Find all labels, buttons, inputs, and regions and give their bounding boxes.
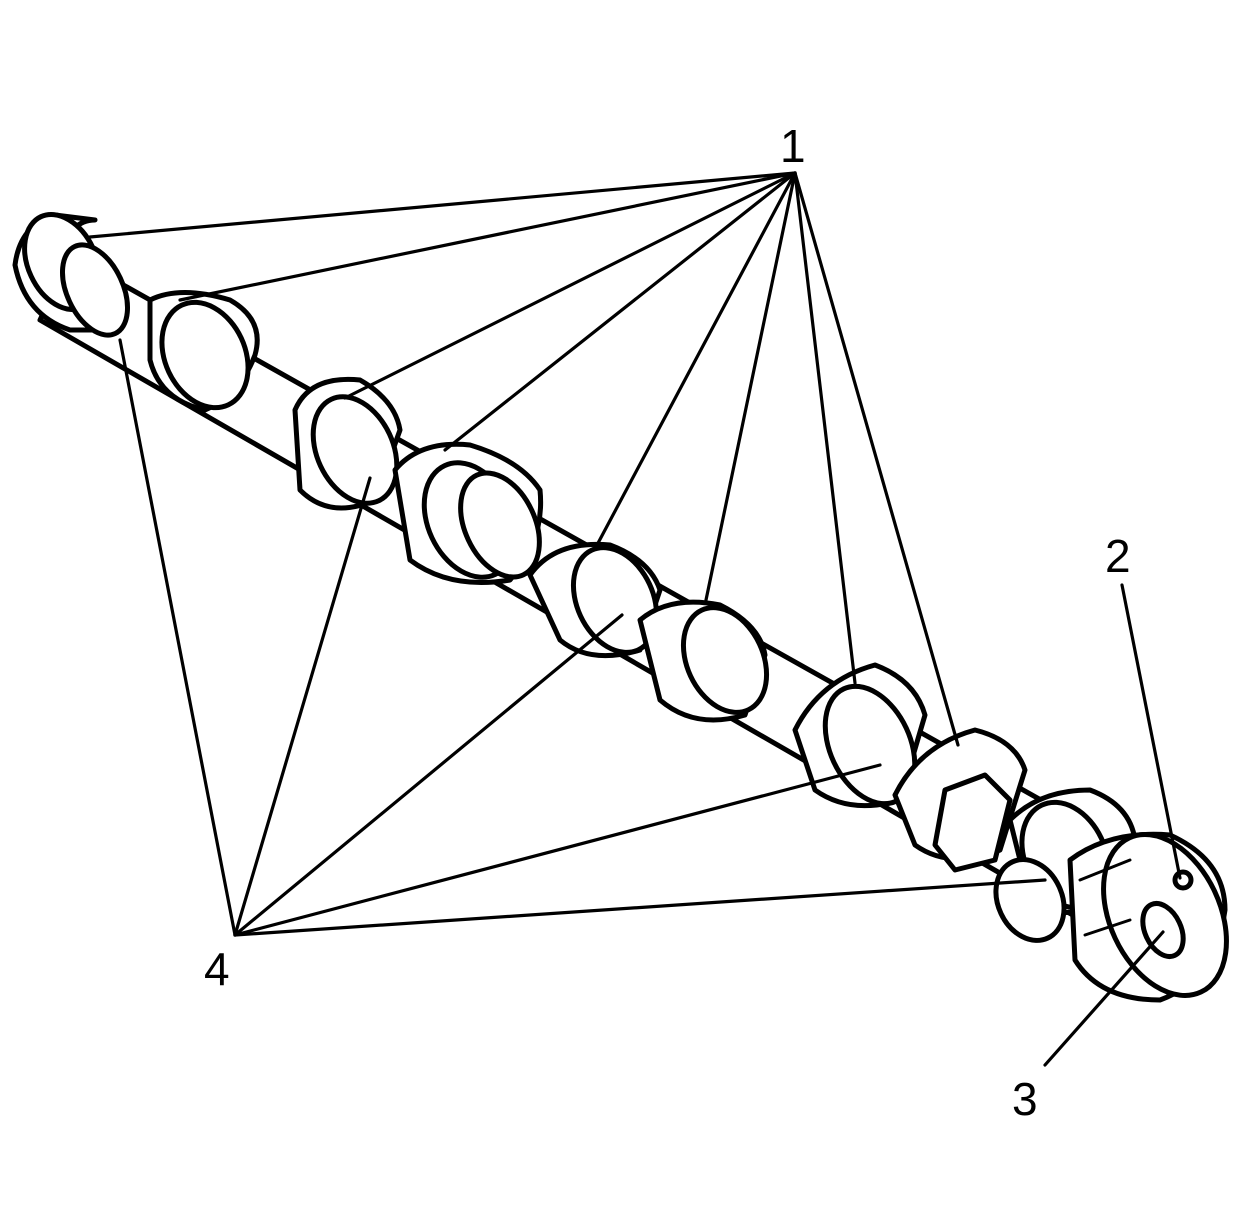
callout-4: 4 (204, 943, 230, 995)
locating-pin (1172, 869, 1194, 891)
leader-1-b (178, 171, 797, 302)
leader-1-e (595, 171, 797, 547)
leader-3 (1043, 930, 1165, 1067)
callout-2: 2 (1105, 530, 1131, 582)
bearing-journal-3 (527, 541, 663, 659)
callout-1: 1 (780, 120, 806, 172)
leader-2 (1120, 583, 1182, 880)
end-journal-left (12, 211, 130, 338)
leader-lines (88, 171, 1182, 1067)
leader-4-b (233, 476, 372, 937)
cam-lobe-2 (392, 441, 544, 585)
leader-1-g (793, 171, 857, 685)
camshaft (12, 211, 1229, 1003)
leader-4-a (118, 338, 237, 937)
leader-1-f (704, 171, 797, 602)
sprocket-hub (993, 831, 1229, 1003)
bearing-journal-2 (292, 376, 403, 511)
cam-lobe-4-with-hex (892, 727, 1028, 873)
leader-1-c (343, 171, 797, 400)
leader-4-e (233, 878, 1047, 937)
callout-labels: 1 2 3 4 (204, 120, 1131, 1125)
leader-1-d (443, 171, 797, 452)
callout-3: 3 (1012, 1073, 1038, 1125)
leader-1-a (88, 171, 797, 239)
leader-4-d (233, 763, 882, 937)
cam-lobe-1 (147, 290, 260, 413)
leader-4-c (233, 613, 624, 937)
leader-1-h (793, 171, 960, 747)
cam-lobe-3 (637, 599, 770, 723)
